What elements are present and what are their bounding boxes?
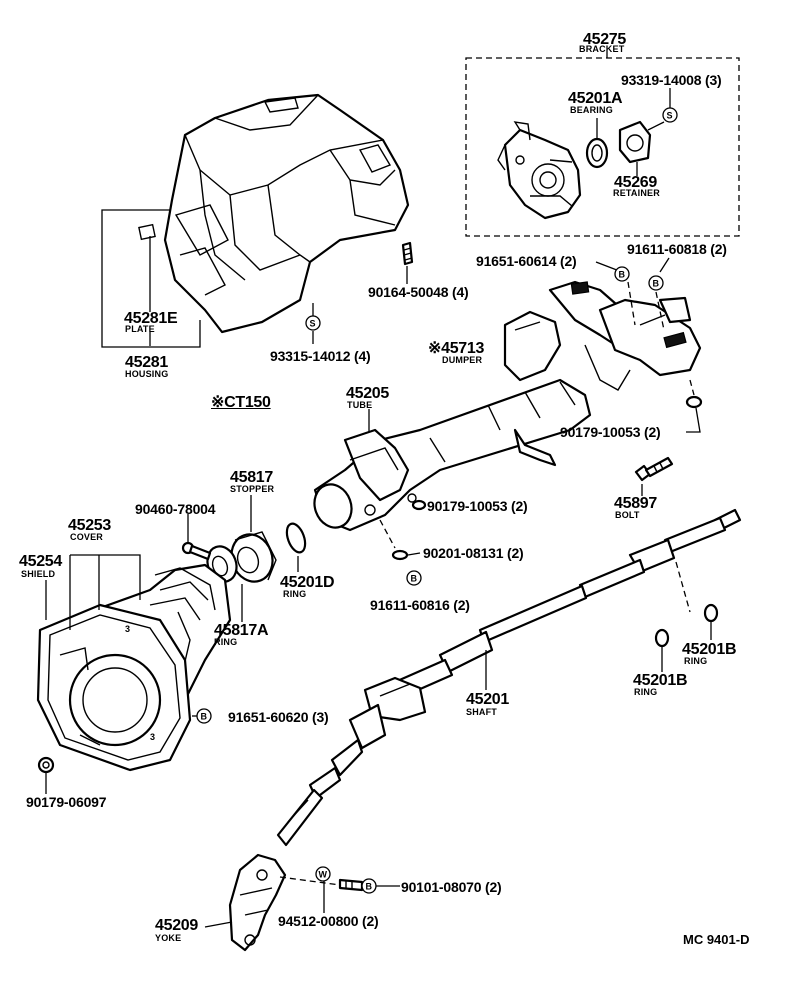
- ring-45817a-part-name: RING: [214, 637, 238, 647]
- housing-part: [138, 93, 410, 334]
- ring-45201b-left-part-name: RING: [634, 687, 658, 697]
- screw-symbol-s-2: S: [662, 107, 678, 123]
- ring-45201b-right-part-name: RING: [684, 656, 708, 666]
- plate-part-name: PLATE: [125, 324, 155, 334]
- bracket-part-name: BRACKET: [579, 44, 625, 54]
- tube-part-number: 45205: [346, 385, 389, 402]
- nut-part: [685, 395, 703, 409]
- plate-part-number: 45281E: [124, 310, 178, 327]
- ring-45201d-part-number: 45201D: [280, 574, 335, 591]
- retainer-part: [618, 120, 652, 164]
- bolt-45897-icon: [634, 456, 674, 482]
- svg-text:3: 3: [150, 732, 155, 742]
- svg-text:B: B: [201, 712, 208, 722]
- bearing-part: [585, 137, 609, 169]
- washer-symbol-w: W: [315, 866, 331, 882]
- bracket-group-box: [465, 57, 740, 237]
- yoke-part-number: 45209: [155, 917, 198, 934]
- ring-45201b-left-part-number: 45201B: [633, 672, 688, 689]
- ring-45201b-left-part: [654, 628, 670, 648]
- svg-text:B: B: [411, 574, 418, 584]
- shield-bolt-part-number: 91651-60620 (3): [228, 709, 329, 725]
- screw-symbol-s-1: S: [305, 315, 321, 331]
- housing-part-number: 45281: [125, 354, 168, 371]
- svg-text:S: S: [310, 319, 316, 329]
- nut-symbol-1: [411, 499, 427, 511]
- bolt-b-part-number: 91611-60818 (2): [627, 241, 727, 257]
- stopper-part: [230, 531, 277, 583]
- ring-45201b-right-part-number: 45201B: [682, 641, 737, 658]
- bearing-part-name: BEARING: [570, 105, 613, 115]
- yoke-bolt-part-number: 90101-08070 (2): [401, 879, 502, 895]
- ring-45817a-part-number: 45817A: [214, 622, 269, 639]
- bolt-c-part-number: 91611-60816 (2): [370, 597, 470, 613]
- bolt-45897-part-name: BOLT: [615, 510, 640, 520]
- yoke-part: [228, 853, 287, 952]
- yoke-washer-part-number: 94512-00800 (2): [278, 913, 379, 929]
- stopper-part-name: STOPPER: [230, 484, 275, 494]
- bolt-symbol-b-5: B: [361, 878, 377, 894]
- shaft-part-name: SHAFT: [466, 707, 497, 717]
- svg-text:B: B: [653, 279, 660, 289]
- shield-part-number: 45254: [19, 553, 62, 570]
- shield-part: 3 3: [36, 603, 192, 772]
- shield-nut-part-number: 90179-06097: [26, 794, 107, 810]
- retainer-part-number: 45269: [614, 174, 657, 191]
- bolt-symbol-b-1: B: [614, 266, 630, 282]
- diagram-code: MC 9401-D: [683, 932, 750, 947]
- svg-text:S: S: [667, 111, 673, 121]
- svg-text:3: 3: [125, 624, 130, 634]
- shaft-part: [276, 508, 742, 847]
- stopper-part-number: 45817: [230, 469, 273, 486]
- dumper-part-number: ※45713: [428, 340, 485, 357]
- bracket-part-number: 45275: [583, 31, 626, 48]
- shield-nut-icon: [37, 756, 55, 774]
- stopper-screw-part-number: 90460-78004: [135, 501, 216, 517]
- ring-45201d-part: [285, 522, 307, 554]
- cover-part-name: COVER: [70, 532, 104, 542]
- stopper-screw-icon: [181, 541, 212, 561]
- bolt-a-part-number: 91651-60614 (2): [476, 253, 577, 269]
- bolt-symbol-b-3: B: [406, 570, 422, 586]
- housing-screw-a-part-number: 90164-50048 (4): [368, 284, 469, 300]
- ring-45201d-part-name: RING: [283, 589, 307, 599]
- variant-note: ※CT150: [211, 394, 271, 411]
- bracket-screw-part-number: 93319-14008 (3): [621, 72, 722, 88]
- svg-text:B: B: [619, 270, 626, 280]
- housing-part-name: HOUSING: [125, 369, 169, 379]
- washer-part-number: 90201-08131 (2): [423, 545, 524, 561]
- washer-icon: [391, 549, 409, 561]
- dumper-part-name: DUMPER: [442, 355, 483, 365]
- bolt-symbol-b-2: B: [648, 275, 664, 291]
- dumper-part: [503, 280, 702, 391]
- tube-part-name: TUBE: [347, 400, 373, 410]
- tube-part: [313, 378, 592, 532]
- nut-b-part-number: 90179-10053 (2): [427, 498, 528, 514]
- bearing-part-number: 45201A: [568, 90, 623, 107]
- shield-part-name: SHIELD: [21, 569, 56, 579]
- cover-part-number: 45253: [68, 517, 111, 534]
- shaft-part-number: 45201: [466, 691, 509, 708]
- housing-screw-b-part-number: 93315-14012 (4): [270, 348, 371, 364]
- yoke-bolt-icon: [338, 878, 364, 892]
- svg-text:B: B: [366, 882, 373, 892]
- bracket-part: [497, 121, 582, 220]
- nut-a-part-number: 90179-10053 (2): [560, 424, 661, 440]
- housing-screw-icon: [401, 241, 414, 266]
- retainer-part-name: RETAINER: [613, 188, 660, 198]
- yoke-part-name: YOKE: [155, 933, 182, 943]
- bolt-45897-part-number: 45897: [614, 495, 657, 512]
- bolt-symbol-b-4: B: [196, 708, 212, 724]
- svg-text:W: W: [319, 870, 328, 880]
- ring-45201b-right-part: [703, 603, 719, 623]
